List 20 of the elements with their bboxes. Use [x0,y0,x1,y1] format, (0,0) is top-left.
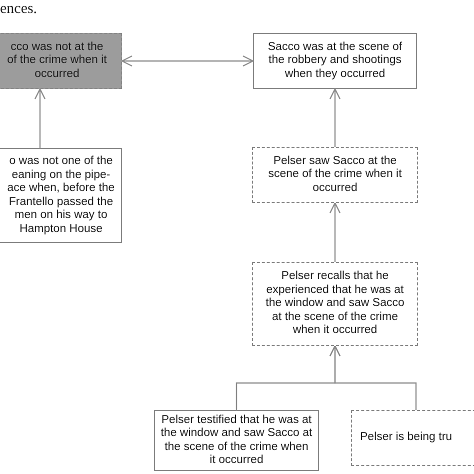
claim-text: o was not one of the eaning on the pipe- ace when, before the Frantello passed the men on his way to Hampton House [6,155,116,236]
arrow [34,88,46,148]
claim-text: Pelser testified that he was at the window and saw Sacco at the scene of the crime when it occurred [160,414,314,468]
arrow [329,202,341,262]
dashed-claim-box [252,147,418,203]
caption-text: ences. [0,1,38,18]
claim-text: Pelser saw Sacco at the scene of the crime when it occurred [267,154,403,196]
claim-box [0,148,122,243]
claim-box [154,410,319,471]
arrow [121,55,254,67]
dashed-claim-box [252,262,418,346]
claim-text: Sacco was at the scene of the robbery and shootings when they occurred [266,40,404,82]
claim-text: cco was not at the of the crime when it occurred [6,40,108,82]
claim-box [253,33,417,89]
arrow [329,88,341,147]
claim-text: Pelser is being tru [359,431,454,445]
dashed-claim-box [0,33,122,89]
arrow [329,345,417,410]
claim-text: Pelser recalls that he experienced that he was at the window and saw Sacco at the scene of the crime when it occurred [264,270,406,338]
dashed-claim-box [351,410,474,466]
